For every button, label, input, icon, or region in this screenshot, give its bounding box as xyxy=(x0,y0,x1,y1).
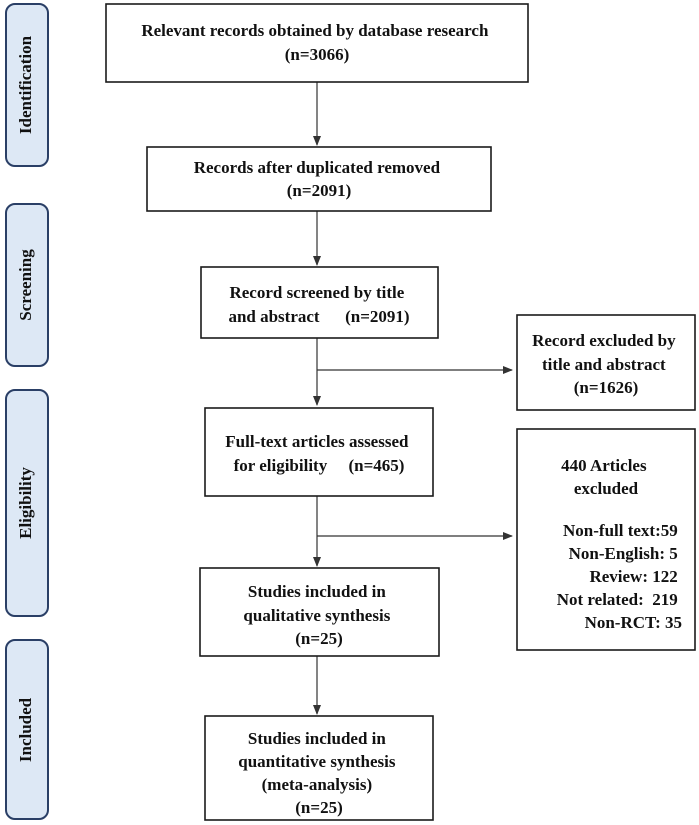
qualitative-line-1: Studies included in xyxy=(248,582,386,601)
excluded-title-abstract-line-3: (n=1626) xyxy=(574,378,638,397)
exclusion-reason-non-full-text: Non-full text:59 xyxy=(563,521,678,540)
duplicates-removed-line-2: (n=2091) xyxy=(287,181,351,200)
svg-text:Records after duplicated remov: Records after duplicated removed (n=2091… xyxy=(194,158,445,200)
stage-eligibility: Eligibility xyxy=(5,389,49,617)
quantitative-line-1: Studies included in xyxy=(248,729,386,748)
stage-included: Included xyxy=(5,639,49,820)
box-qualitative-synthesis: Studies included in qualitative synthesi… xyxy=(199,567,440,657)
svg-text:Record excluded by title: Record excluded by title and abstract (n… xyxy=(532,331,680,397)
quantitative-line-3: (meta-analysis) xyxy=(262,775,372,794)
svg-text:Relevant records obtained by d: Relevant records obtained by database re… xyxy=(141,21,492,64)
stage-eligibility-box xyxy=(5,389,49,617)
qualitative-line-3: (n=25) xyxy=(295,629,342,648)
database-records-line-1: Relevant records obtained by database re… xyxy=(141,21,489,40)
box-full-text-assessed: Full-text articles assessed for eligibil… xyxy=(204,407,434,497)
excluded-title-abstract-line-2: title and abstract xyxy=(542,355,666,374)
full-text-assessed-line-2: for eligibility (n=465) xyxy=(234,456,405,475)
box-database-records: Relevant records obtained by database re… xyxy=(105,3,529,83)
database-records-line-2: (n=3066) xyxy=(285,45,349,64)
screened-line-1: Record screened by title xyxy=(229,283,404,302)
svg-text:Non-full text:59 Non-Eng: Non-full text:59 Non-English: 5 Review: … xyxy=(557,521,682,632)
articles-excluded-title-2: excluded xyxy=(574,479,639,498)
stage-screening: Screening xyxy=(5,203,49,367)
stage-identification-box xyxy=(5,3,49,167)
quantitative-line-2: quantitative synthesis xyxy=(238,752,396,771)
box-articles-excluded: 440 Articles excluded Non-full text:59 N… xyxy=(516,428,696,651)
stage-identification-label: Identification xyxy=(16,35,35,134)
box-quantitative-synthesis: Studies included in quantitative synthes… xyxy=(204,715,434,821)
articles-excluded-title-1: 440 Articles xyxy=(561,456,647,475)
quantitative-line-4: (n=25) xyxy=(295,798,342,817)
screened-line-2: and abstract (n=2091) xyxy=(228,307,409,326)
full-text-assessed-line-1: Full-text articles assessed xyxy=(225,432,409,451)
svg-text:Record screened by title: Record screened by title and abstract (n… xyxy=(228,283,409,326)
svg-text:440 Articles excluded: 440 Articles excluded xyxy=(561,456,651,498)
box-duplicates-removed: Records after duplicated removed (n=2091… xyxy=(146,146,492,212)
excluded-title-abstract-line-1: Record excluded by xyxy=(532,331,676,350)
svg-text:Studies included in quan: Studies included in quantitative synthes… xyxy=(238,729,400,817)
exclusion-reason-not-related: Not related: 219 xyxy=(557,590,678,609)
svg-text:Studies included in qual: Studies included in qualitative synthesi… xyxy=(243,582,394,648)
exclusion-reason-non-rct: Non-RCT: 35 xyxy=(585,613,682,632)
qualitative-line-2: qualitative synthesis xyxy=(243,606,390,625)
box-screened: Record screened by title and abstract (n… xyxy=(200,266,439,339)
stage-eligibility-label: Eligibility xyxy=(16,467,35,539)
svg-text:Full-text articles assessed: Full-text articles assessed for eligibil… xyxy=(225,432,412,475)
stage-screening-label: Screening xyxy=(16,249,35,321)
exclusion-reason-non-english: Non-English: 5 xyxy=(569,544,678,563)
exclusion-reason-review: Review: 122 xyxy=(589,567,677,586)
stage-included-box xyxy=(5,639,49,820)
stage-included-label: Included xyxy=(16,697,35,762)
stage-identification: Identification xyxy=(5,3,49,167)
box-excluded-title-abstract: Record excluded by title and abstract (n… xyxy=(516,314,696,411)
duplicates-removed-line-1: Records after duplicated removed xyxy=(194,158,441,177)
stage-screening-box xyxy=(5,203,49,367)
